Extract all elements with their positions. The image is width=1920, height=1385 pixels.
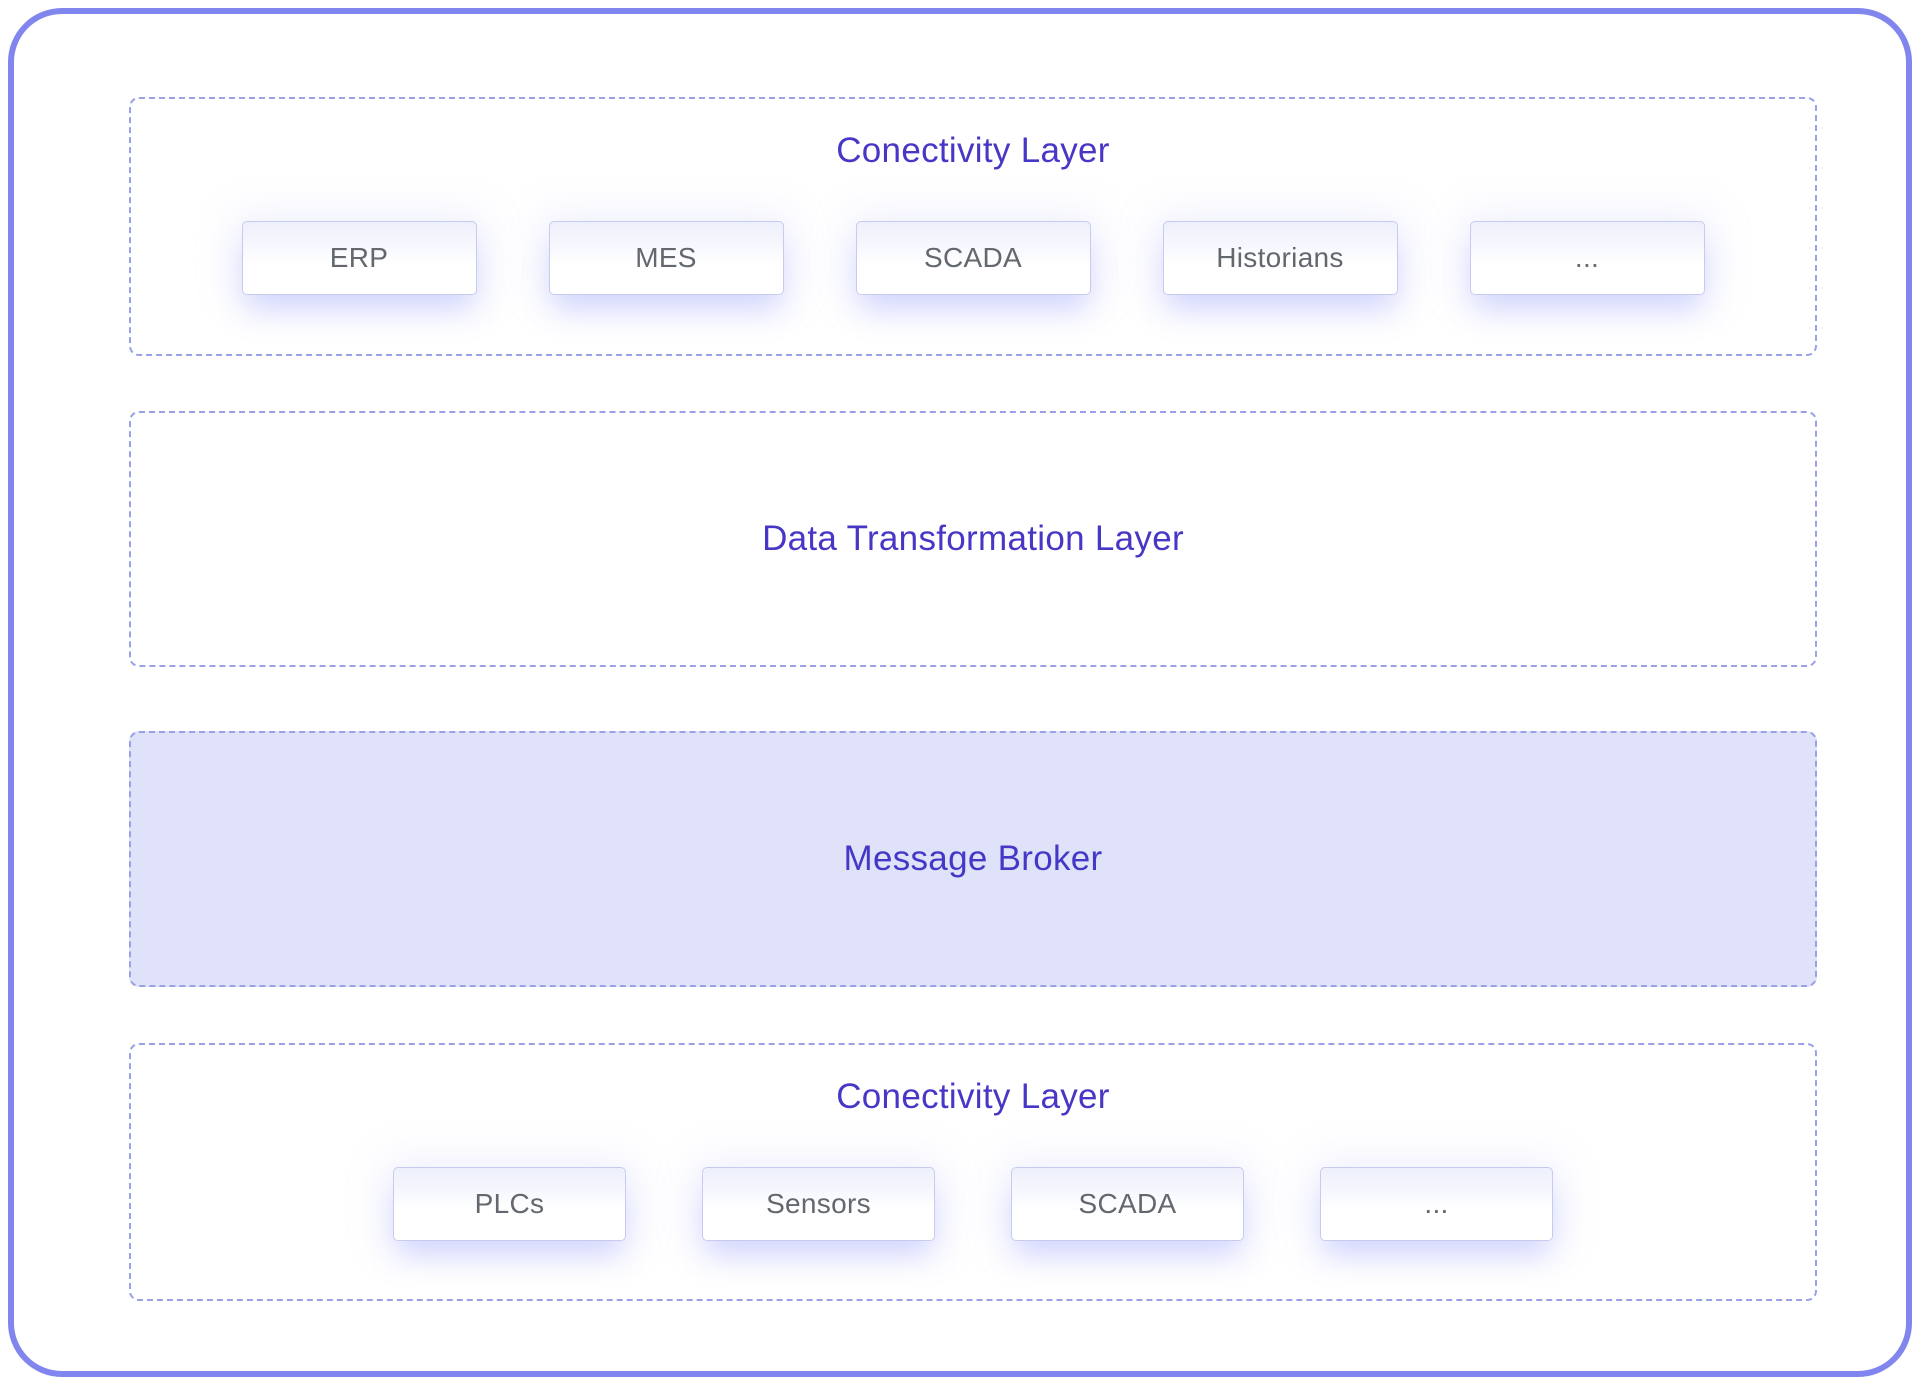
node-ellipsis-top: ... [1469,220,1705,295]
node-scada-bottom: SCADA [1011,1166,1244,1241]
layer-message-broker: Message Broker [129,731,1817,987]
node-sensors: Sensors [702,1166,935,1241]
systems-row-top: ERP MES SCADA Historians ... [241,220,1705,295]
layer-title-data-transformation: Data Transformation Layer [762,519,1184,559]
node-mes: MES [548,220,784,295]
layer-title-message-broker: Message Broker [843,839,1103,879]
node-plcs: PLCs [393,1166,626,1241]
node-scada-top: SCADA [855,220,1091,295]
node-ellipsis-bottom: ... [1320,1166,1553,1241]
diagram-outer-frame: Conectivity Layer ERP MES SCADA Historia… [8,8,1912,1377]
node-erp: ERP [241,220,477,295]
layer-title-connectivity-top: Conectivity Layer [836,131,1110,170]
layer-connectivity-top: Conectivity Layer ERP MES SCADA Historia… [129,97,1817,356]
node-historians: Historians [1162,220,1398,295]
layer-connectivity-bottom: Conectivity Layer PLCs Sensors SCADA ... [129,1043,1817,1301]
systems-row-bottom: PLCs Sensors SCADA ... [393,1166,1553,1241]
layer-data-transformation: Data Transformation Layer [129,411,1817,667]
layer-title-connectivity-bottom: Conectivity Layer [836,1077,1110,1116]
